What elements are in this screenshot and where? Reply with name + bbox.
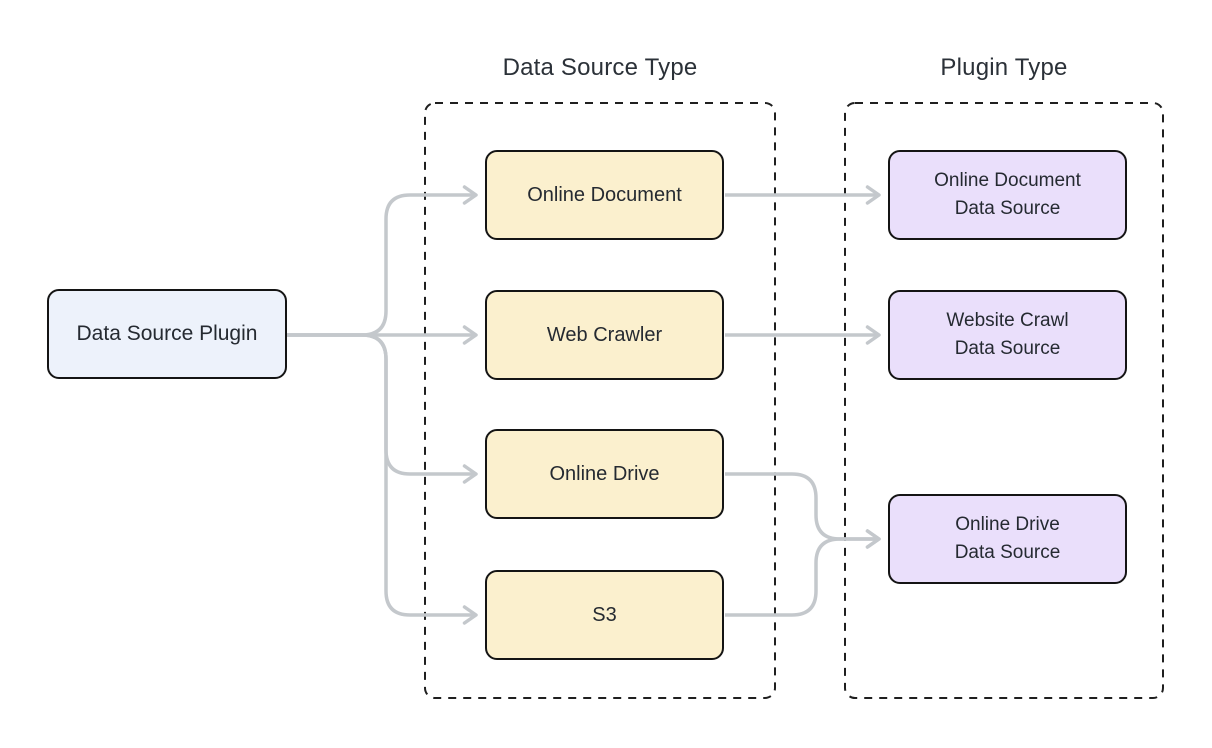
node-label: S3 xyxy=(592,603,617,626)
node-label: Web Crawler xyxy=(546,323,663,346)
edge-root-to-s3 xyxy=(287,333,478,625)
node-online-drive: Online Drive xyxy=(485,429,724,519)
source-group-boundary xyxy=(424,102,776,699)
node-label: Data Source Plugin xyxy=(76,322,258,345)
node-label: Online Document xyxy=(527,183,682,206)
node-data-source-plugin: Data Source Plugin xyxy=(47,289,287,379)
node-online-drive-data-source: Online Drive Data Source xyxy=(888,494,1127,584)
node-label-line1: Online Drive xyxy=(955,514,1060,535)
node-online-document-data-source: Online Document Data Source xyxy=(888,150,1127,240)
edge-online-drive-to-plugin xyxy=(725,472,881,549)
node-web-crawler: Web Crawler xyxy=(485,290,724,380)
edge-root-to-online-drive xyxy=(287,333,478,484)
node-label: Online Drive xyxy=(549,462,660,485)
plugin-group-title: Plugin Type xyxy=(940,54,1068,81)
node-website-crawl-data-source: Website Crawl Data Source xyxy=(888,290,1127,380)
node-label-line2: Data Source xyxy=(954,198,1061,219)
source-group-title: Data Source Type xyxy=(502,54,698,81)
node-label-line1: Online Document xyxy=(934,170,1081,191)
edge-s3-to-plugin xyxy=(725,529,881,617)
plugin-group-boundary xyxy=(844,102,1164,699)
node-label-line2: Data Source xyxy=(954,542,1061,563)
node-label-line1: Website Crawl xyxy=(946,310,1069,331)
node-s3: S3 xyxy=(485,570,724,660)
edge-root-to-online-document xyxy=(287,185,478,337)
node-online-document: Online Document xyxy=(485,150,724,240)
node-label-line2: Data Source xyxy=(954,338,1061,359)
